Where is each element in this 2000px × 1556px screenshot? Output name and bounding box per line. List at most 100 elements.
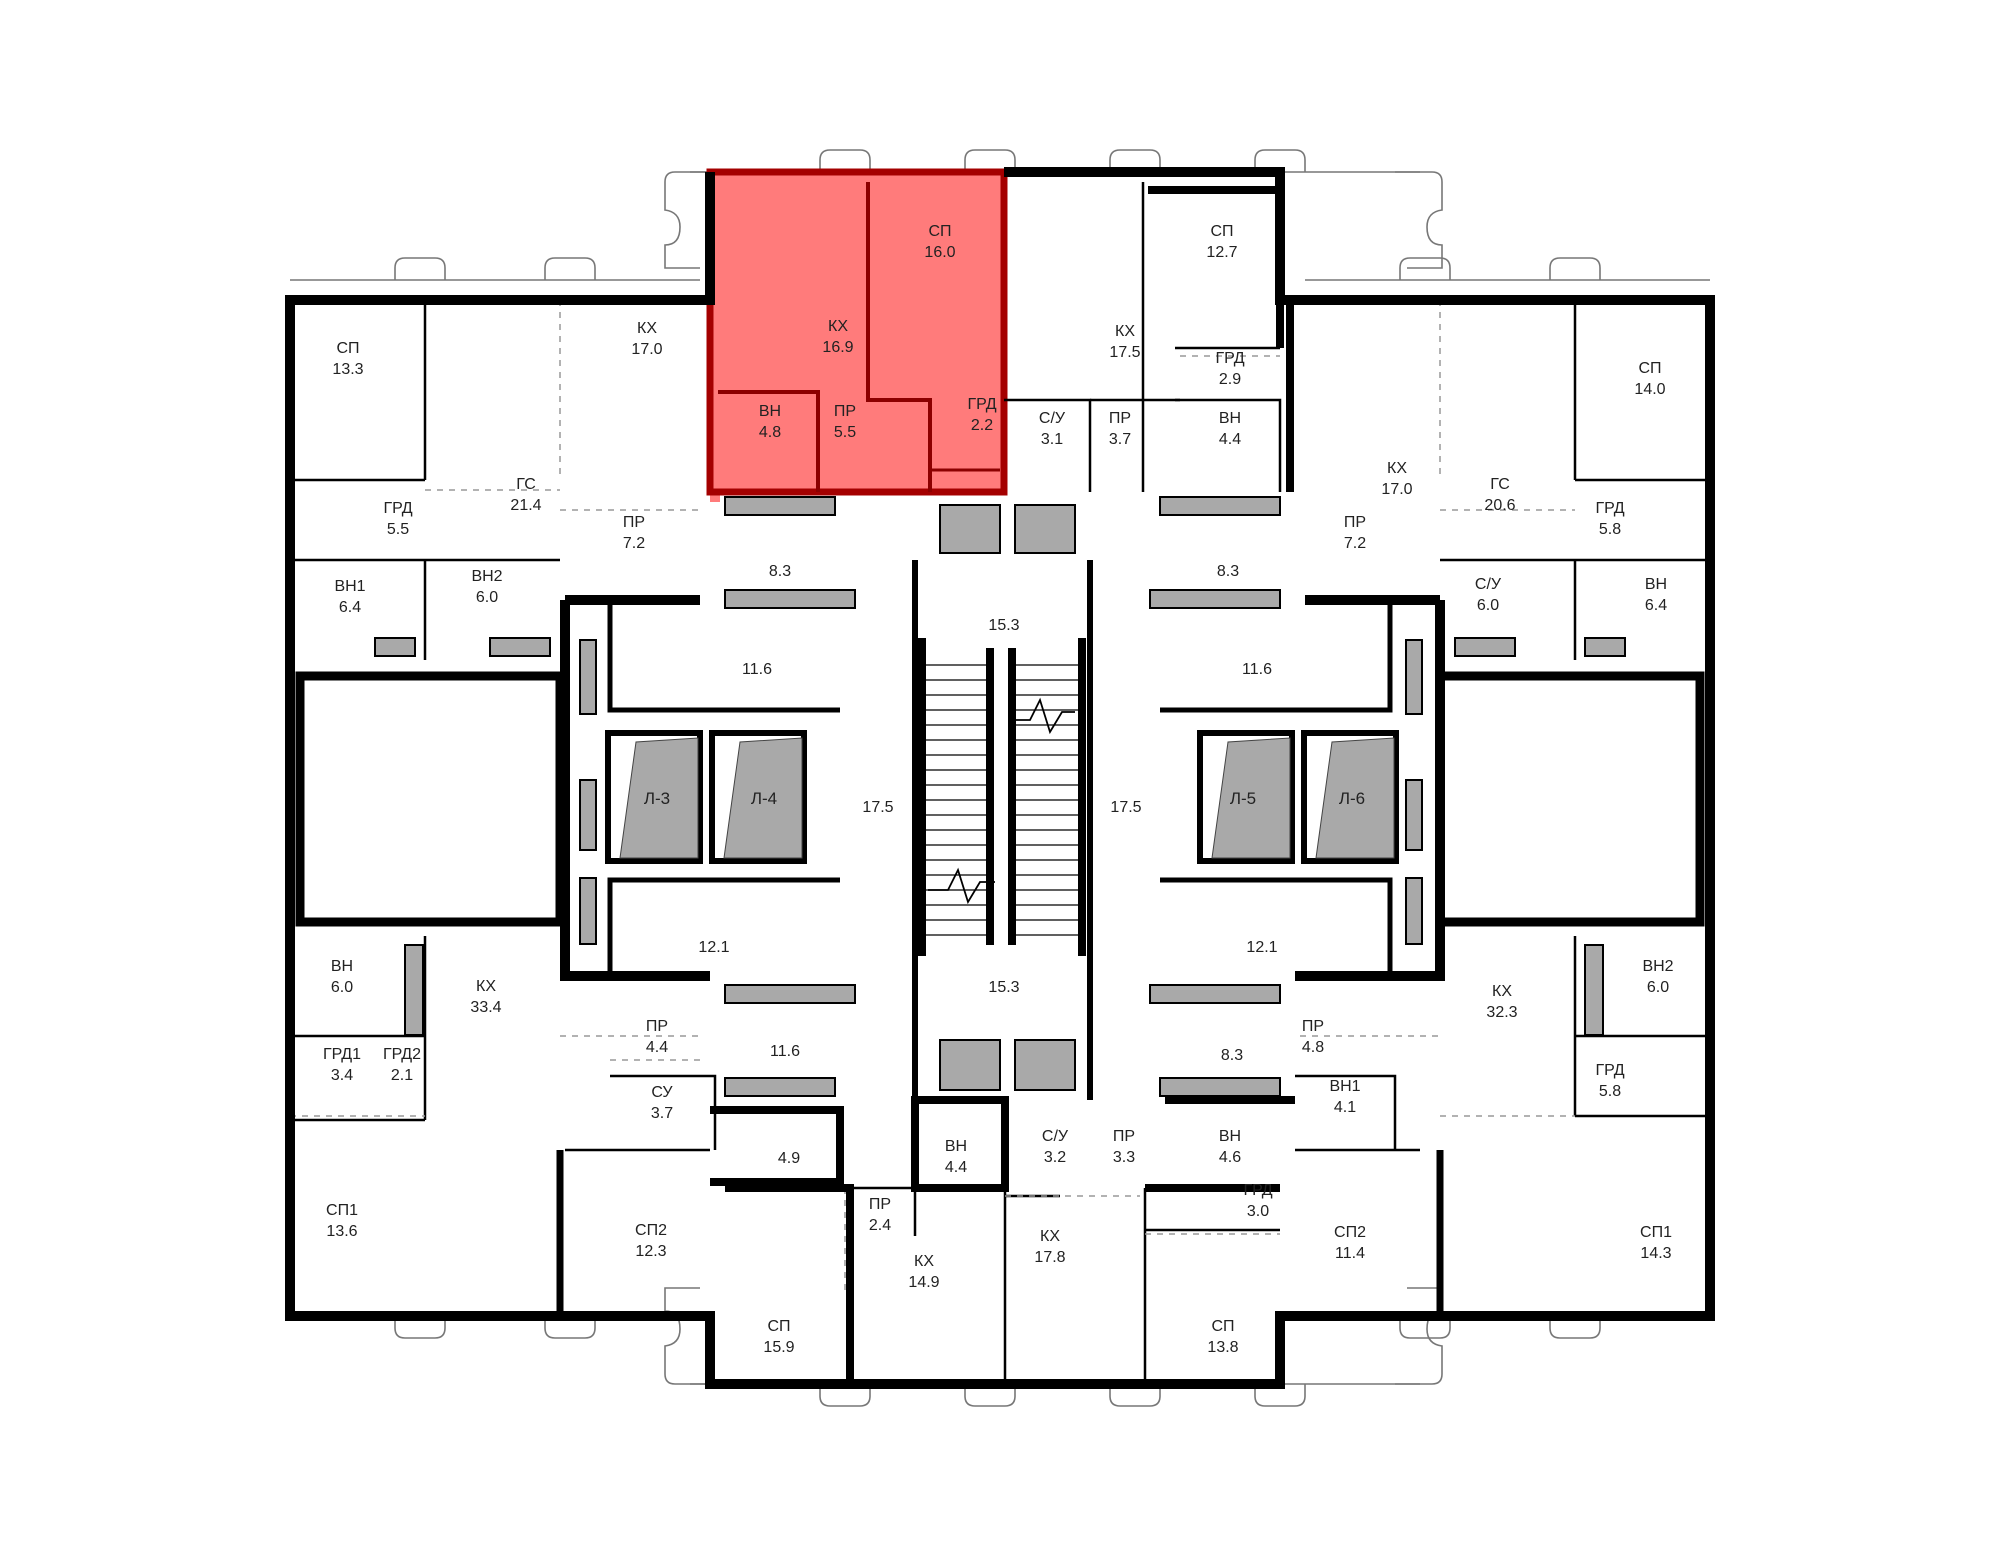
room-name: ПР xyxy=(869,1196,891,1213)
room-area: 32.3 xyxy=(1486,1004,1517,1021)
room-name: ПР xyxy=(623,514,645,531)
room-name: С/У xyxy=(1039,410,1066,427)
room-area: 6.0 xyxy=(1477,597,1499,614)
room-name: ПР xyxy=(834,403,856,420)
room-area: 3.2 xyxy=(1044,1149,1066,1166)
room-area: 3.0 xyxy=(1247,1203,1269,1220)
room-area: 7.2 xyxy=(1344,535,1366,552)
room-area: 14.3 xyxy=(1640,1245,1671,1262)
window-bay xyxy=(1109,149,1161,172)
room-name: ВН1 xyxy=(1329,1078,1360,1095)
room-name: ГРД xyxy=(967,396,996,413)
room-area: 20.6 xyxy=(1484,497,1515,514)
room-name: ПР xyxy=(1344,514,1366,531)
lift-3-label: Л-3 xyxy=(644,789,670,808)
common-area-hall-8-3-right: 8.3 xyxy=(1217,563,1239,580)
room-name: КХ xyxy=(1115,323,1135,340)
room-area: 3.3 xyxy=(1113,1149,1135,1166)
room-label-vn-4-4-bottom: ВН4.4 xyxy=(945,1138,967,1176)
room-name: ГРД xyxy=(1243,1182,1272,1199)
room-area: 5.8 xyxy=(1599,521,1621,538)
room-label-kx-17-5: КХ 17.5 xyxy=(1109,323,1140,361)
room-area: 3.7 xyxy=(1109,431,1131,448)
window-bay xyxy=(394,257,446,280)
room-label-pr-7-2-right: ПР 7.2 xyxy=(1344,514,1366,552)
room-name: ГРД1 xyxy=(323,1046,361,1063)
stair-break-marks xyxy=(928,697,1075,905)
room-area: 7.2 xyxy=(623,535,645,552)
common-area-hall-15-3-bottom: 15.3 xyxy=(988,979,1019,996)
room-area: 6.0 xyxy=(1647,979,1669,996)
room-name: ВН xyxy=(1645,576,1667,593)
room-area: 4.4 xyxy=(1219,431,1241,448)
window-bay xyxy=(964,1384,1016,1407)
room-label-grd-2-9: ГРД2.9 xyxy=(1215,350,1244,388)
room-name: КХ xyxy=(828,318,848,335)
room-name: ГРД xyxy=(1595,1062,1624,1079)
room-area: 14.9 xyxy=(908,1274,939,1291)
room-label-pr-3-7: ПР 3.7 xyxy=(1109,410,1131,448)
room-label-su-3-1: С/У 3.1 xyxy=(1039,410,1066,448)
room-area: 2.2 xyxy=(971,417,993,434)
room-name: КХ xyxy=(914,1253,934,1270)
common-area-hall-17-5-left: 17.5 xyxy=(862,799,893,816)
room-name: ВН xyxy=(331,958,353,975)
window-bay xyxy=(1399,1316,1451,1339)
room-name: ГС xyxy=(516,476,536,493)
room-name: ПР xyxy=(1302,1018,1324,1035)
common-area-hall-4-9: 4.9 xyxy=(778,1150,800,1167)
room-name: СУ xyxy=(651,1084,673,1101)
common-area-hall-12-1-right: 12.1 xyxy=(1246,939,1277,956)
room-area: 13.3 xyxy=(332,361,363,378)
room-area: 21.4 xyxy=(510,497,541,514)
room-name: ГРД xyxy=(383,500,412,517)
room-name: СП xyxy=(767,1318,790,1335)
room-name: ПР xyxy=(1109,410,1131,427)
room-area: 6.4 xyxy=(339,599,361,616)
room-labels: СП16.0КХ16.9ВН4.8ПР5.5ГРД2.2СП12.7КХ17.5… xyxy=(323,223,1674,1356)
room-name: СП xyxy=(928,223,951,240)
room-name: С/У xyxy=(1042,1128,1069,1145)
room-name: ГРД xyxy=(1595,500,1624,517)
room-name: ГРД2 xyxy=(383,1046,421,1063)
window-bay xyxy=(1254,149,1306,172)
room-area: 3.1 xyxy=(1041,431,1063,448)
lift-shafts xyxy=(374,496,1626,1097)
room-area: 4.8 xyxy=(759,424,781,441)
room-area: 2.1 xyxy=(391,1067,413,1084)
room-area: 4.6 xyxy=(1219,1149,1241,1166)
window-bay xyxy=(819,149,871,172)
room-name: СП xyxy=(1211,1318,1234,1335)
room-name: СП xyxy=(1638,360,1661,377)
room-label-gs-21-4: ГС 21.4 xyxy=(510,476,541,514)
window-bay xyxy=(819,1384,871,1407)
room-label-pr-2-4: ПР2.4 xyxy=(869,1196,891,1234)
window-bay xyxy=(1399,257,1451,280)
room-name: СП xyxy=(1210,223,1233,240)
room-area: 4.4 xyxy=(945,1159,967,1176)
room-area: 17.5 xyxy=(1109,344,1140,361)
common-area-hall-11-6-bottom: 11.6 xyxy=(770,1043,800,1060)
room-label-pr-5-5: ПР5.5 xyxy=(834,403,856,441)
window-bay xyxy=(544,257,596,280)
stair-treads xyxy=(926,664,1078,936)
room-area: 3.7 xyxy=(651,1105,673,1122)
highlighted-apartment[interactable] xyxy=(706,168,1008,502)
partitions xyxy=(290,182,1710,1384)
window-bay xyxy=(1549,1316,1601,1339)
apartment-outline xyxy=(706,168,1008,496)
